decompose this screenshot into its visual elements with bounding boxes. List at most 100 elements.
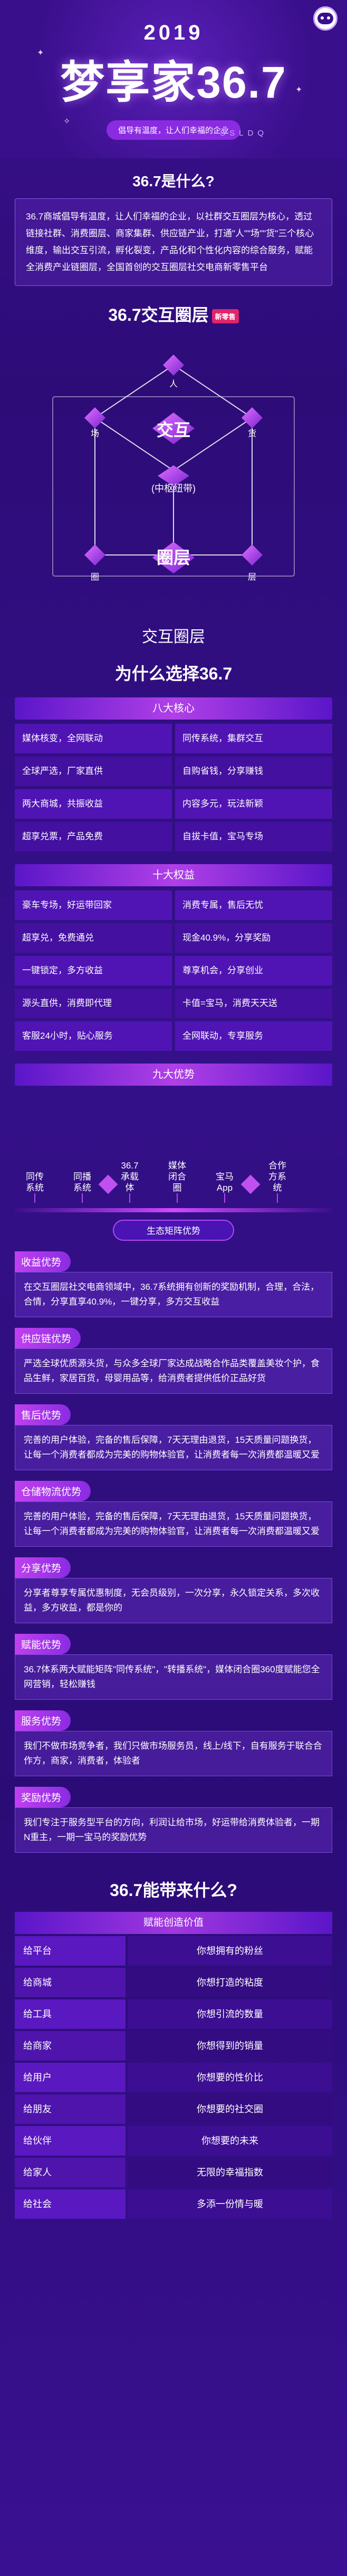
value-target: 给工具 (15, 1999, 126, 2029)
rights-item: 卡值=宝马，消费天天送 (175, 989, 332, 1018)
diagram-title: 36.7交互圈层 (108, 305, 209, 324)
nine-item: 36.7承载体 (121, 1161, 139, 1193)
nine-base-bar (15, 1208, 332, 1212)
diagram-label-tier: 层 (247, 573, 256, 582)
star-icon: ✦ (295, 85, 303, 94)
diagram-label-people: 人 (169, 380, 178, 389)
why-heading: 为什么选择36.7 (114, 664, 233, 683)
nine-item: 宝马App (216, 1172, 234, 1193)
nine-connector (177, 1193, 178, 1203)
nine-advantages: 同传系统 同播系统 36.7承载体 媒体闭合圈 宝马App 合作方系统 (15, 1086, 332, 1212)
core-grid: 媒体核变，全网联动 同传系统，集群交互 全球严选，厂家直供 自购省钱，分享赚钱 … (15, 724, 332, 851)
diagram-label-hub: (中枢纽带) (151, 483, 196, 494)
diagram-title-wrap: 36.7交互圈层新零售 (0, 302, 347, 326)
hero-code: SSLDQ (220, 129, 268, 138)
advantage-text: 36.7体系两大赋能矩阵"同传系统"，"转播系统"，媒体闭合圈360度赋能您全网… (15, 1654, 332, 1700)
value-row: 给平台你想拥有的粉丝 (15, 1936, 332, 1966)
value-row: 给用户你想要的性价比 (15, 2063, 332, 2092)
hero-title: 梦享家36.7 (60, 58, 287, 107)
nine-item: 同传系统 (26, 1172, 44, 1193)
rights-item: 消费专属，售后无忧 (175, 890, 332, 920)
advantage-tag: 售后优势 (15, 1404, 71, 1425)
value-benefit: 你想要的未来 (128, 2126, 332, 2156)
diagram-badge: 新零售 (211, 309, 239, 324)
diamond-icon (240, 1174, 261, 1194)
advantage-tag: 服务优势 (15, 1710, 71, 1731)
eco-matrix-pill: 生态矩阵优势 (113, 1220, 234, 1241)
rights-item: 全网联动，专享服务 (175, 1021, 332, 1051)
about-text: 36.7商城倡导有温度，让人们幸福的企业，以社群交互圈层为核心，透过链接社群、消… (15, 198, 332, 286)
diagram-graphic (52, 355, 295, 577)
nine-item: 媒体闭合圈 (168, 1161, 186, 1193)
core-item: 两大商城，共振收益 (15, 789, 172, 819)
core-item: 超享兑票，产品免费 (15, 822, 172, 851)
rights-item: 一键锁定，多方收益 (15, 956, 172, 985)
nine-connector (82, 1193, 83, 1203)
nine-connector (129, 1193, 130, 1203)
diagram-label-layer: 圈层 (156, 548, 190, 567)
value-target: 给平台 (15, 1936, 126, 1966)
nine-ribbon: 九大优势 (15, 1064, 332, 1086)
hero-year: 2019 (143, 21, 204, 44)
value-target: 给商城 (15, 1968, 126, 1997)
advantage-text: 分享者尊享专属优惠制度，无会员级别，一次分享，永久锁定关系，多次收益，多方收益，… (15, 1578, 332, 1623)
value-row: 给商家你想得到的销量 (15, 2031, 332, 2061)
core-item: 媒体核变，全网联动 (15, 724, 172, 753)
rights-item: 现金40.9%，分享奖励 (175, 923, 332, 953)
nine-connector (34, 1193, 35, 1203)
value-target: 给商家 (15, 2031, 126, 2061)
value-row: 给社会多添一份情与暖 (15, 2189, 332, 2219)
advantage-tag: 分享优势 (15, 1557, 71, 1578)
about-heading: 36.7是什么? (132, 173, 215, 189)
advantage-text: 完善的用户体验，完备的售后保障，7天无理由退货，15天质量问题换货，让每一个消费… (15, 1501, 332, 1547)
value-benefit: 无限的幸福指数 (128, 2158, 332, 2187)
nine-connector (224, 1193, 225, 1203)
value-row: 给伙伴你想要的未来 (15, 2126, 332, 2156)
value-target: 给社会 (15, 2189, 126, 2219)
core-item: 全球严选，厂家直供 (15, 756, 172, 786)
value-target: 给家人 (15, 2158, 126, 2187)
mascot-avatar-icon[interactable] (313, 6, 338, 31)
advantage-text: 我们不做市场竞争者，我们只做市场服务员，线上/线下，自有服务于联合合作方，商家，… (15, 1731, 332, 1776)
value-benefit: 多添一份情与暖 (128, 2189, 332, 2219)
core-ribbon: 八大核心 (15, 697, 332, 720)
value-benefit: 你想得到的销量 (128, 2031, 332, 2061)
diamond-icon (98, 1174, 118, 1194)
diagram-label-place: 场 (90, 429, 99, 438)
value-ribbon: 赋能创造价值 (15, 1912, 332, 1934)
value-target: 给用户 (15, 2063, 126, 2092)
nine-item: 合作方系统 (268, 1161, 286, 1193)
rights-item: 豪车专场，好运带回家 (15, 890, 172, 920)
advantage-tag: 收益优势 (15, 1251, 71, 1272)
value-row: 给家人无限的幸福指数 (15, 2158, 332, 2187)
advantage-tag: 供应链优势 (15, 1328, 81, 1348)
core-item: 同传系统，集群交互 (175, 724, 332, 753)
value-row: 给工具你想引流的数量 (15, 1999, 332, 2029)
advantage-tag: 奖励优势 (15, 1787, 71, 1807)
rights-grid: 豪车专场，好运带回家 消费专属，售后无忧 超享兑，免费通兑 现金40.9%，分享… (15, 890, 332, 1051)
rights-item: 尊享机会，分享创业 (175, 956, 332, 985)
value-benefit: 你想要的性价比 (128, 2063, 332, 2092)
diagram-caption: 交互圈层 (142, 628, 205, 646)
rights-item: 源头直供，消费即代理 (15, 989, 172, 1018)
advantage-text: 我们专注于服务型平台的方向，利润让给市场，好运带给消费体验者，一期N重主，一期一… (15, 1807, 332, 1853)
star-icon: ✦ (37, 49, 44, 58)
nine-item: 同播系统 (73, 1172, 91, 1193)
value-benefit: 你想要的社交圈 (128, 2094, 332, 2124)
value-benefit: 你想拥有的粉丝 (128, 1936, 332, 1966)
core-item: 内容多元，玩法新颖 (175, 789, 332, 819)
hero-banner: ✦ ✦ ✧ 2019 梦享家36.7 倡导有温度，让人们幸福的企业 SSLDQ (0, 0, 347, 158)
rights-ribbon: 十大权益 (15, 864, 332, 886)
hero-slogan: 倡导有温度，让人们幸福的企业 (106, 120, 240, 140)
nine-connector (277, 1193, 278, 1203)
interaction-layer-diagram: 36.7交互圈层新零售 (0, 302, 347, 646)
advantage-tag: 赋能优势 (15, 1634, 71, 1654)
advantage-tag: 仓储物流优势 (15, 1481, 91, 1501)
diagram-label-circle: 圈 (90, 573, 99, 582)
value-table: 给平台你想拥有的粉丝 给商城你想打造的粘度 给工具你想引流的数量 给商家你想得到… (0, 1936, 347, 2219)
can-heading: 36.7能带来什么? (110, 1881, 237, 1900)
advantage-text: 完善的用户体验，完备的售后保障，7天无理由退货，15天质量问题换货，让每一个消费… (15, 1425, 332, 1470)
diagram-label-goods: 货 (247, 429, 256, 438)
value-target: 给朋友 (15, 2094, 126, 2124)
